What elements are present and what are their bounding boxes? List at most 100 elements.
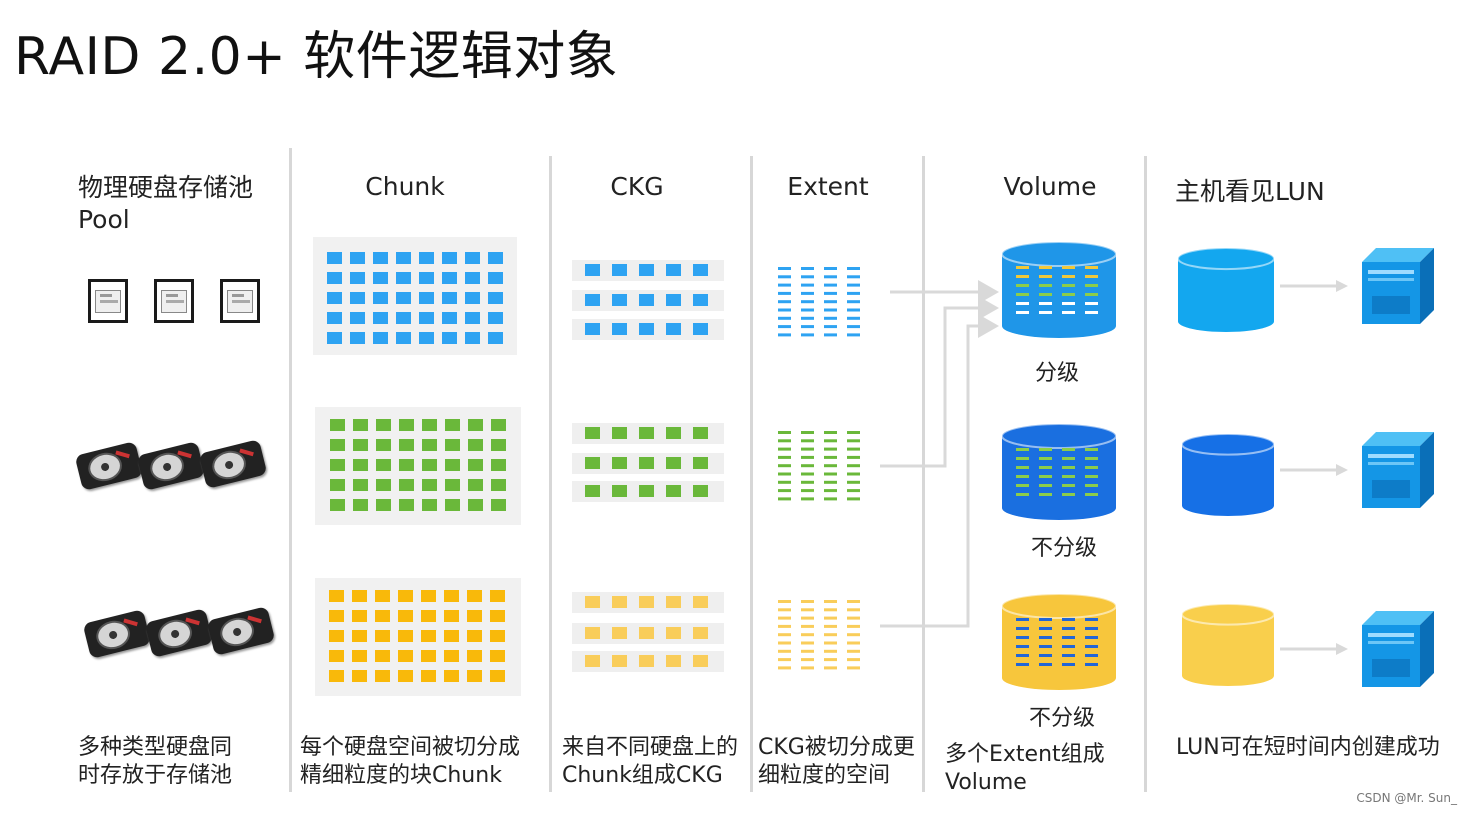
volume-extent-block: [1016, 302, 1029, 305]
server-slot: [1368, 270, 1414, 274]
volume-extent-block: [1062, 448, 1075, 451]
extent-block: [778, 666, 791, 670]
server-panel: [1372, 296, 1410, 314]
chunk-block: [666, 627, 681, 639]
cylinder-top: [1001, 241, 1117, 267]
chunk-block: [666, 485, 681, 497]
extent-block: [778, 616, 791, 620]
chunk-block: [639, 294, 654, 306]
chunk-block: [639, 655, 654, 667]
chunk-block: [352, 670, 367, 682]
chunk-block: [396, 292, 411, 304]
volume-label-untiered: 不分级: [1029, 706, 1096, 731]
chunk-block: [350, 312, 365, 324]
chunk-block: [444, 590, 459, 602]
extent-block: [847, 489, 860, 493]
page-title: RAID 2.0+ 软件逻辑对象: [14, 27, 619, 87]
chunk-block: [465, 312, 480, 324]
extent-block: [847, 267, 860, 270]
extent-block: [778, 633, 791, 637]
extent-block: [847, 608, 860, 612]
volume-extent-block: [1062, 663, 1075, 666]
ckg-caption-line1: 来自不同硬盘上的: [562, 735, 739, 760]
cylinder-top: [1177, 247, 1275, 271]
chunk-block: [421, 650, 436, 662]
database-icon: [1001, 241, 1117, 338]
chunk-block: [444, 630, 459, 642]
extent-caption: CKG被切分成更 细粒度的空间: [758, 734, 915, 790]
volume-extent-block: [1062, 493, 1075, 496]
extent-block: [801, 447, 814, 451]
extent-block: [778, 316, 791, 320]
chunk-block: [353, 439, 368, 451]
volume-extent-block: [1085, 627, 1098, 630]
extent-block: [801, 489, 814, 493]
volume-label-tiered: 分级: [1035, 361, 1080, 386]
extent-block: [847, 497, 860, 501]
chunk-block: [353, 479, 368, 491]
extent-block: [778, 308, 791, 312]
chunk-block: [442, 252, 457, 264]
database-icon: [1001, 423, 1117, 520]
extent-block: [824, 447, 837, 451]
chunk-block: [373, 272, 388, 284]
pool-heading: 物理硬盘存储池 Pool: [78, 172, 253, 236]
extent-block: [778, 300, 791, 304]
chunk-block: [421, 610, 436, 622]
extent-block: [824, 464, 837, 468]
server-slot: [1368, 454, 1414, 458]
chunk-block: [398, 650, 413, 662]
arrow-icon: [1280, 643, 1348, 655]
ckg-row: [572, 623, 724, 644]
chunk-block: [376, 439, 391, 451]
extent-block: [801, 497, 814, 501]
chunk-grid-hdd-sas: [315, 407, 521, 525]
volume-extent-block: [1085, 618, 1098, 621]
lun-heading: 主机看见LUN: [1175, 177, 1325, 206]
chunk-block: [693, 323, 708, 335]
extent-block: [801, 325, 814, 329]
extent-block: [778, 431, 791, 434]
chunk-block: [419, 292, 434, 304]
pool-heading-line2: Pool: [78, 205, 130, 234]
chunk-block: [422, 439, 437, 451]
chunk-block: [376, 459, 391, 471]
extent-block: [778, 658, 791, 662]
extent-block: [847, 300, 860, 304]
server-top: [1362, 611, 1434, 625]
extent-block: [778, 455, 791, 459]
chunk-block: [465, 252, 480, 264]
extent-grid-ssd: [778, 267, 860, 337]
lun-caption: LUN可在短时间内创建成功: [1176, 735, 1440, 760]
volume-extent-block: [1039, 618, 1052, 621]
extent-block: [824, 633, 837, 637]
chunk-block: [444, 610, 459, 622]
chunk-block: [612, 427, 627, 439]
extent-block: [801, 283, 814, 287]
hdd-icon: [136, 441, 206, 491]
extent-grid-nl: [778, 600, 860, 670]
extent-block: [824, 308, 837, 312]
extent-block: [847, 283, 860, 287]
volume-extent-block: [1039, 275, 1052, 278]
chunk-block: [467, 630, 482, 642]
extent-block: [801, 600, 814, 603]
chunk-block: [491, 459, 506, 471]
chunk-block: [612, 264, 627, 276]
chunk-block: [375, 590, 390, 602]
extent-block: [847, 649, 860, 653]
volume-extent-block: [1085, 484, 1098, 487]
volume-extent-block: [1039, 627, 1052, 630]
chunk-block: [666, 264, 681, 276]
volume-extent-block: [1085, 293, 1098, 296]
volume-extent-block: [1062, 654, 1075, 657]
chunk-block: [422, 499, 437, 511]
volume-extent-block: [1062, 466, 1075, 469]
server-side: [1420, 248, 1434, 324]
volume-extent-block: [1016, 311, 1029, 314]
chunk-block: [329, 670, 344, 682]
chunk-block: [352, 590, 367, 602]
database-icon: [1001, 593, 1117, 690]
volume-extent-block: [1062, 645, 1075, 648]
volume-extent-block: [1016, 284, 1029, 287]
